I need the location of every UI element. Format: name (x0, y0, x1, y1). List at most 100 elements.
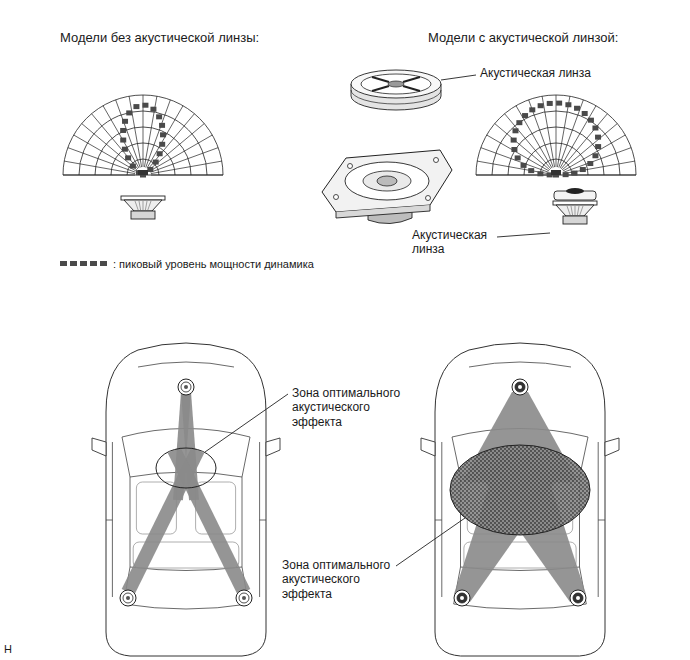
peak-square (160, 132, 166, 137)
peak-square (159, 142, 165, 147)
speaker-profile (553, 201, 597, 224)
door-seam (106, 520, 112, 521)
lens-spoke (372, 86, 389, 91)
polar-spoke (103, 106, 139, 168)
speaker-cone (556, 205, 594, 216)
speaker-hatch (139, 201, 141, 210)
car-speaker (120, 590, 136, 606)
a-pillar (122, 437, 130, 477)
speaker-hatch (143, 201, 144, 210)
part-name-box: Акустическая линза (480, 66, 591, 80)
peak-square (511, 138, 517, 143)
peak-square (521, 163, 527, 168)
polar-spoke (563, 135, 625, 171)
roof-side (130, 477, 131, 567)
speaker-rim (553, 201, 597, 205)
speaker-hatch (135, 201, 138, 210)
peak-square (80, 261, 87, 266)
polar-ring (476, 95, 636, 175)
speaker-magnet (131, 211, 155, 219)
peak-center (138, 170, 148, 175)
speaker-rim (121, 196, 165, 200)
peak-square (157, 151, 163, 156)
legend-text: : пиковый уровень мощности динамика (113, 258, 314, 270)
panel-heading: Модели без акустической линзы: (60, 30, 259, 45)
sound-beam (174, 450, 244, 592)
car-speaker-ring (181, 382, 191, 392)
peak-square (592, 153, 598, 158)
car-speaker-center (518, 385, 522, 389)
peak-square (556, 101, 562, 106)
peak-square (595, 144, 601, 149)
peak-square (125, 155, 131, 160)
car-top-view (421, 343, 619, 656)
zone-label: Зона оптимального акустического эффекта (282, 558, 390, 601)
car-speaker-center (184, 385, 188, 389)
polar-spoke (151, 161, 222, 174)
peak-square (122, 147, 128, 152)
polar-spoke (476, 175, 548, 176)
polar-spoke (63, 175, 135, 176)
polar-spoke (556, 95, 557, 167)
speaker-cone-inner (363, 171, 411, 191)
peak-square (100, 261, 107, 266)
speaker-cone (124, 200, 162, 211)
part-name: Акустическая линза (412, 228, 487, 256)
peak-square (120, 138, 126, 143)
polar-spoke (559, 100, 584, 168)
car-speaker-center (242, 596, 246, 600)
speaker-hatch (148, 201, 151, 210)
car-speaker-ring (123, 593, 133, 603)
rear-window-base (454, 604, 587, 609)
lens-cap (554, 188, 596, 200)
mount-hole (348, 164, 353, 169)
polar-plot (63, 95, 223, 178)
side-mirror (605, 438, 619, 456)
side-mirror (266, 438, 280, 456)
speaker-hatch (567, 206, 570, 215)
lens-center (388, 81, 404, 87)
mount-hole (434, 158, 439, 163)
polar-plot (476, 95, 636, 178)
speaker-cone (345, 162, 429, 200)
car-speaker-ring (457, 593, 467, 603)
peak-square (122, 119, 128, 124)
peak-square (156, 114, 162, 119)
speaker-hatch (145, 201, 147, 210)
peak-square (563, 172, 569, 177)
mount-hole (334, 195, 339, 200)
lens-spoke (403, 86, 420, 91)
part-name-box: Акустическая линза (412, 228, 504, 257)
optimal-zone (156, 448, 216, 488)
door-seam (598, 520, 605, 521)
door-seam (435, 520, 442, 521)
peak-square (60, 261, 67, 266)
peak-square (580, 167, 586, 172)
polar-spoke (92, 114, 138, 169)
lens-dome (566, 188, 584, 194)
car-speaker (454, 590, 470, 606)
peak-square (516, 120, 522, 125)
peak-square (538, 103, 544, 108)
polar-spoke (149, 124, 204, 170)
legend-swatch (60, 259, 110, 269)
panel-heading-box: Модели без акустической линзы: (60, 30, 259, 46)
polar-spoke (68, 148, 136, 173)
polar-ring (63, 95, 223, 175)
peak-square (565, 102, 571, 107)
optimal-zone (450, 445, 590, 535)
speaker-magnet (563, 216, 587, 224)
polar-spoke (542, 96, 555, 167)
car-speaker (178, 379, 194, 395)
figure-code: H (4, 643, 12, 655)
peak-square (150, 107, 156, 112)
polar-spoke (562, 124, 617, 170)
peak-square (90, 261, 97, 266)
zone-label: Зона оптимального акустического эффекта (292, 386, 400, 429)
lens-spoke (372, 77, 389, 82)
car-body (106, 343, 266, 656)
peak-square (571, 171, 577, 176)
peak-square (515, 155, 521, 160)
polar-spoke (495, 124, 550, 170)
